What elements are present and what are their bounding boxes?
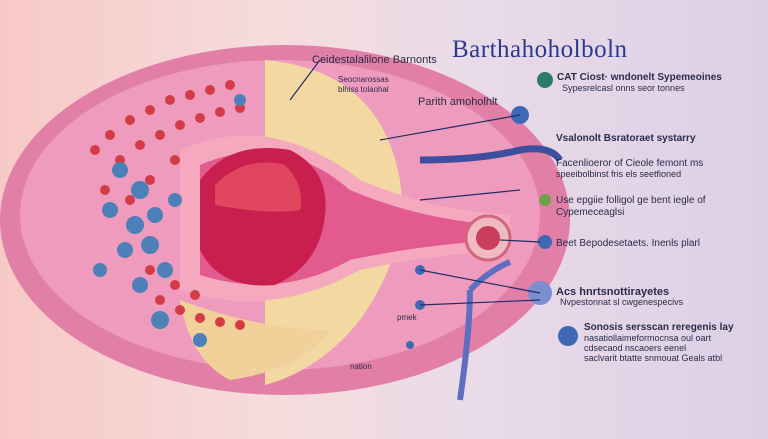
label-son-2: nasatiollaimeformocnsa oul oart bbox=[584, 333, 712, 343]
label-son-3: cdsecaod nscaoers eenel bbox=[584, 343, 687, 353]
diagram-title: Barthahoholboln bbox=[452, 36, 628, 63]
vessel-upper bbox=[419, 145, 563, 164]
label-vascular: Vsalonolt Bsratoraet systarry bbox=[556, 133, 696, 144]
label-use-2: Cypemeceaglsi bbox=[556, 207, 625, 218]
red-dots bbox=[90, 80, 245, 330]
gland-core bbox=[476, 226, 500, 250]
label-acs-2: Nvpestonnat sl cwgenespecivs bbox=[560, 297, 684, 307]
blue-nodes bbox=[93, 94, 246, 347]
label-top-left: Ceidestalalilone Barnonts bbox=[312, 54, 437, 66]
label-small-left-2: blhiss tolaohal bbox=[338, 85, 389, 94]
label-pmek: pmek bbox=[397, 313, 417, 322]
label-cat-1: CAT Ciost· wndonelt Sypemeoines bbox=[557, 72, 722, 83]
label-fac-1: Facenlioeror of Cieole femont ms bbox=[556, 158, 704, 169]
label-parth: Parith amoholhlt bbox=[418, 96, 498, 108]
label-son-4: saclvarit btatte snmouat Geals atbl bbox=[584, 353, 723, 363]
inner-structure-top bbox=[215, 162, 301, 212]
label-son-1: Sonosis sersscan reregenis lay bbox=[584, 322, 734, 333]
label-nation: nation bbox=[350, 362, 372, 371]
leader-lines bbox=[289, 59, 541, 306]
label-fac-2: speeibolbinst fris els seetfioned bbox=[556, 169, 682, 179]
label-small-left-1: Seocnarossas bbox=[338, 75, 389, 84]
label-beet: Beet Bepodesetaets. Inenls plarl bbox=[556, 238, 700, 249]
label-use-1: Use epgiie folligol ge bent iegle of bbox=[556, 195, 706, 206]
vessel-lower bbox=[457, 259, 512, 401]
label-cat-2: Sypesrelcasl onns seor tonnes bbox=[562, 83, 685, 93]
label-acs-1: Acs hnrtsnottirayetes bbox=[556, 286, 670, 298]
